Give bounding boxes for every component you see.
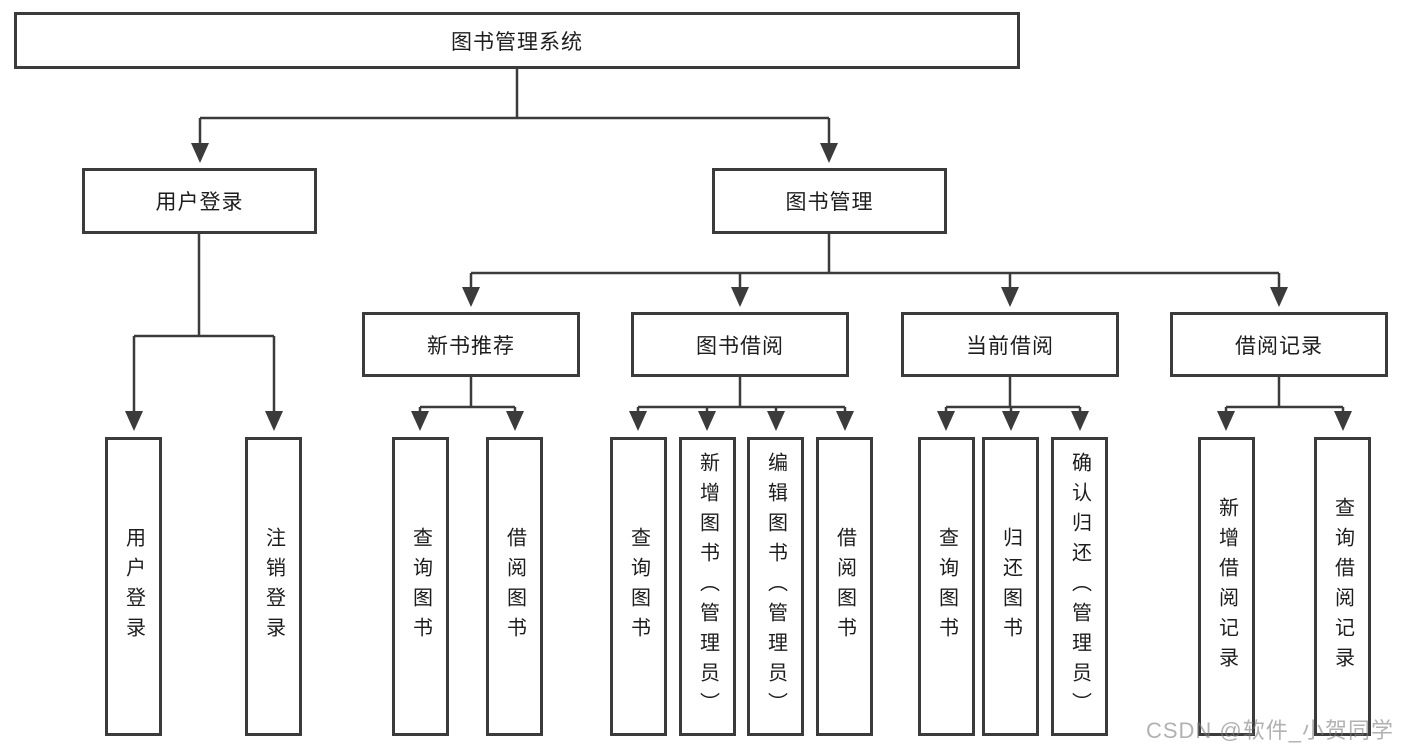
leaf-query-books-borrow-label: 查询图书 (627, 526, 650, 647)
leaf-logout-label: 注销登录 (262, 526, 285, 647)
leaf-borrow-books-recommend-label: 借阅图书 (503, 526, 526, 647)
leaf-logout: 注销登录 (245, 437, 302, 736)
leaf-add-borrow-record: 新增借阅记录 (1198, 437, 1255, 736)
leaf-confirm-return-admin: 确认归还（管理员） (1051, 437, 1108, 736)
leaf-query-borrow-record: 查询借阅记录 (1314, 437, 1371, 736)
node-book-borrow: 图书借阅 (631, 312, 849, 377)
node-current-borrow: 当前借阅 (901, 312, 1119, 377)
leaf-return-book: 归还图书 (982, 437, 1039, 736)
leaf-query-books-recommend-label: 查询图书 (409, 526, 432, 647)
leaf-return-book-label: 归还图书 (999, 526, 1022, 647)
node-new-book-recommend: 新书推荐 (362, 312, 580, 377)
leaf-query-borrow-record-label: 查询借阅记录 (1331, 496, 1354, 677)
leaf-edit-book-admin: 编辑图书（管理员） (747, 437, 804, 736)
leaf-user-login-label: 用户登录 (122, 526, 145, 647)
leaf-add-borrow-record-label: 新增借阅记录 (1215, 496, 1238, 677)
node-borrow-records: 借阅记录 (1170, 312, 1388, 377)
leaf-borrow-books: 借阅图书 (816, 437, 873, 736)
leaf-add-book-admin-label: 新增图书（管理员） (696, 451, 719, 722)
leaf-query-books-current: 查询图书 (918, 437, 975, 736)
leaf-query-books-recommend: 查询图书 (392, 437, 449, 736)
leaf-borrow-books-recommend: 借阅图书 (486, 437, 543, 736)
node-user-login: 用户登录 (82, 168, 317, 234)
leaf-query-books-current-label: 查询图书 (935, 526, 958, 647)
leaf-user-login: 用户登录 (105, 437, 162, 736)
leaf-confirm-return-admin-label: 确认归还（管理员） (1068, 451, 1091, 722)
leaf-edit-book-admin-label: 编辑图书（管理员） (764, 451, 787, 722)
node-book-management: 图书管理 (712, 168, 947, 234)
leaf-add-book-admin: 新增图书（管理员） (679, 437, 736, 736)
node-root: 图书管理系统 (14, 12, 1020, 69)
leaf-query-books-borrow: 查询图书 (610, 437, 667, 736)
leaf-borrow-books-label: 借阅图书 (833, 526, 856, 647)
